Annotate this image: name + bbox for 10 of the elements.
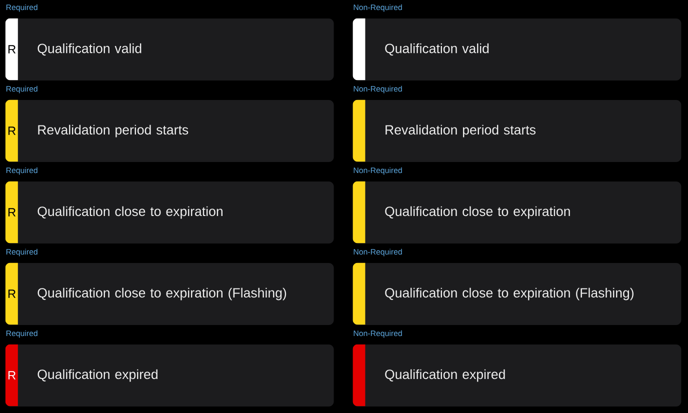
status-card: Revalidation period starts (352, 100, 682, 162)
status-card: Qualification valid (352, 18, 682, 80)
status-card: Qualification expired (352, 344, 682, 406)
status-strip: R (5, 262, 18, 325)
status-card: Qualification close to expiration (Flashing) (352, 263, 682, 325)
status-card: Qualification close to expiration (352, 182, 682, 244)
status-strip: R (5, 18, 18, 80)
status-strip: R (5, 181, 18, 244)
status-strip: R (5, 344, 18, 406)
status-strip: R (5, 100, 18, 162)
